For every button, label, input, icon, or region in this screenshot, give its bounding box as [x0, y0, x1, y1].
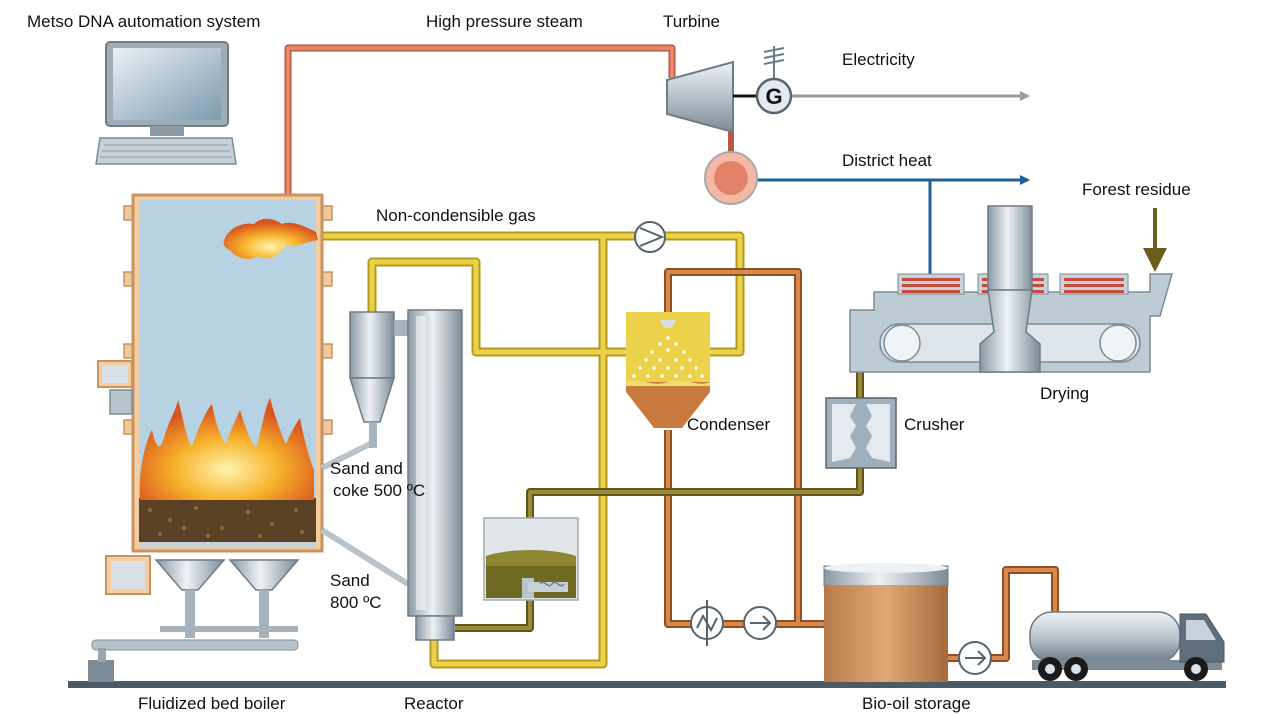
sand-coke-label-line2: coke 500 ºC	[333, 481, 426, 500]
bio-oil-label: Bio-oil storage	[862, 694, 971, 713]
pyrolysis-reactor	[407, 309, 463, 641]
noncond-gas-label: Non-condensible gas	[376, 206, 536, 225]
generator-label: G	[765, 84, 782, 109]
crusher-label: Crusher	[904, 415, 965, 434]
fluidized-bed-boiler	[88, 193, 333, 682]
crusher-unit	[825, 397, 897, 469]
heat-exchanger-icon	[704, 151, 758, 205]
oil-pump-icon	[743, 606, 777, 640]
gas-pipe	[320, 231, 745, 669]
sand-coke-label-line1: Sand and	[330, 459, 403, 478]
turbine-icon	[666, 60, 758, 134]
oil-cooler-icon	[690, 600, 724, 646]
forest-residue-label: Forest residue	[1082, 180, 1191, 199]
dryer-unit	[849, 205, 1173, 373]
boiler-label: Fluidized bed boiler	[138, 694, 286, 713]
forest-residue-arrow	[1143, 208, 1167, 272]
sand-800-label-line1: Sand	[330, 571, 370, 590]
automation-system-label: Metso DNA automation system	[27, 12, 261, 31]
electricity-label: Electricity	[842, 50, 915, 69]
district-heat-line	[756, 175, 1030, 275]
condenser-unit	[626, 312, 710, 428]
steam-pipe	[284, 44, 734, 195]
ground-line	[68, 681, 1226, 688]
sand-800-label-line2: 800 ºC	[330, 593, 382, 612]
sand-transfer-lines	[320, 439, 410, 587]
computer-icon	[95, 41, 237, 165]
feed-bin	[483, 517, 579, 601]
cyclone-separator	[348, 311, 412, 448]
district-heat-label: District heat	[842, 151, 932, 170]
steam-label: High pressure steam	[426, 12, 583, 31]
loading-pump-icon	[958, 641, 992, 675]
bio-oil-storage-tank	[823, 563, 949, 682]
drying-label: Drying	[1040, 384, 1090, 403]
gas-pump-icon	[634, 221, 666, 253]
turbine-label: Turbine	[663, 12, 721, 31]
generator-icon	[755, 46, 793, 115]
reactor-label: Reactor	[404, 694, 464, 713]
tanker-truck	[1029, 611, 1225, 681]
condenser-label: Condenser	[687, 415, 771, 434]
